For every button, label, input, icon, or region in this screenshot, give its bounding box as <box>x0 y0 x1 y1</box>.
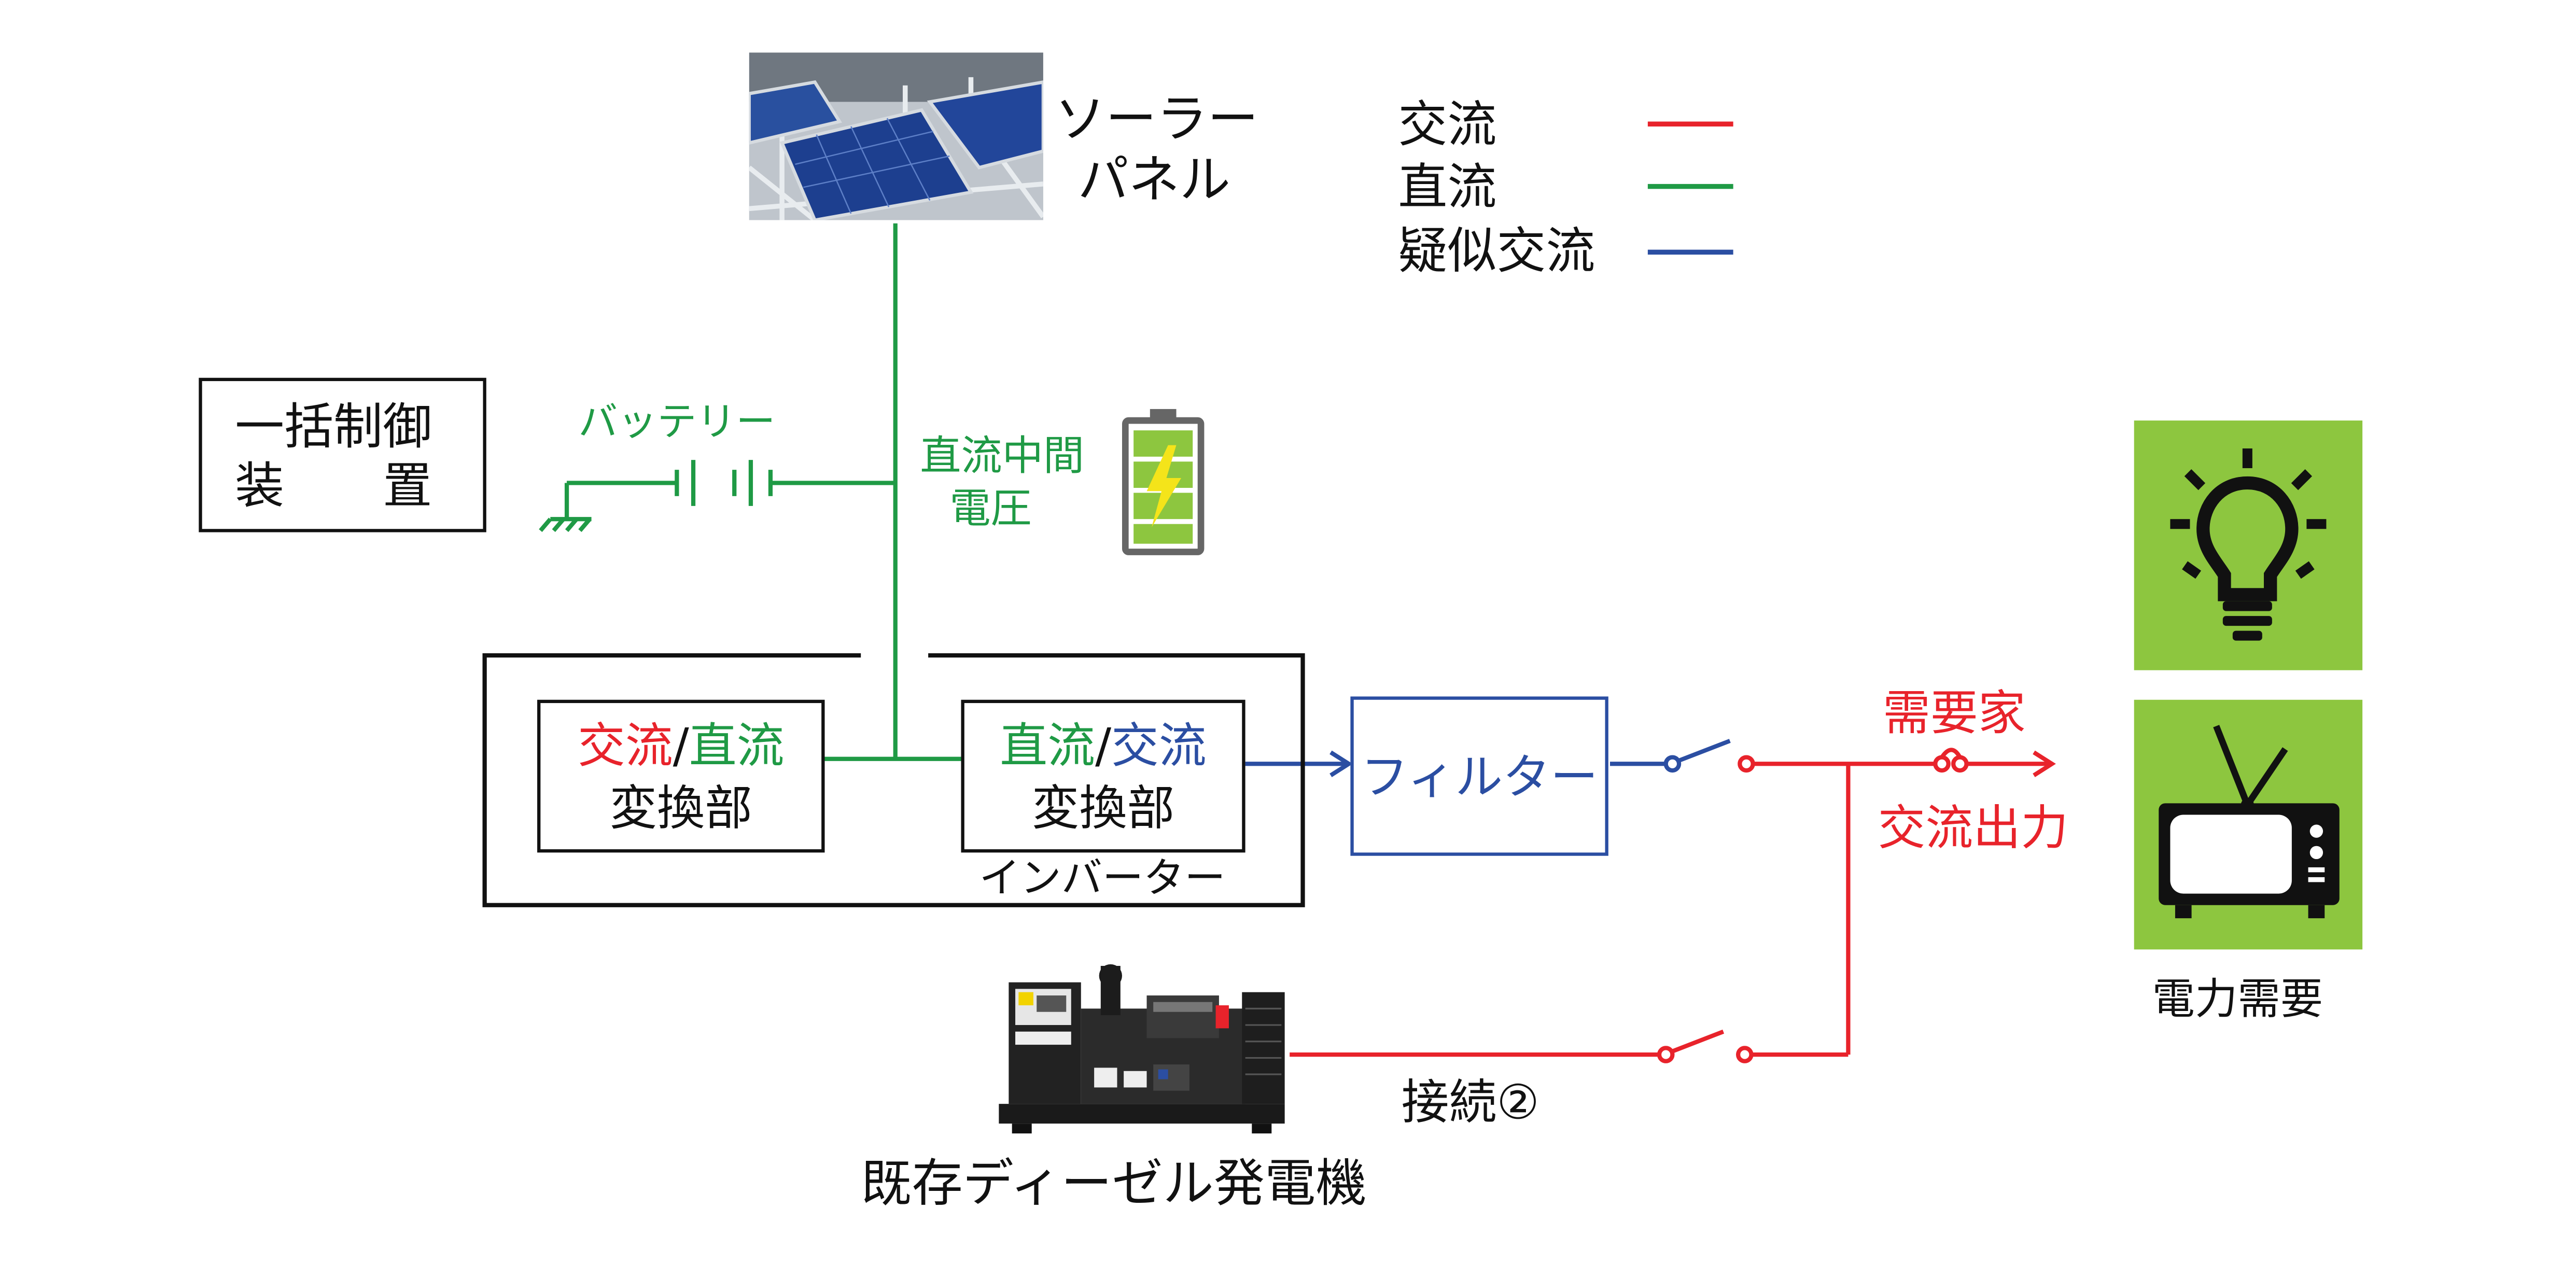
inverter-label: インバーター <box>979 854 1226 902</box>
dc-ac-converter-sep: / <box>1095 718 1112 774</box>
central-controller-box: 一括制御 装 置 <box>199 377 486 532</box>
solar-panel-label-line2: パネル <box>1077 151 1231 210</box>
solar-panel-label-line1: ソーラー <box>1055 90 1258 150</box>
ac-dc-converter-title: 交流/直流 <box>540 722 821 770</box>
ac-dc-converter-box: 交流/直流 変換部 <box>537 699 825 853</box>
light-bulb-icon <box>2134 420 2363 670</box>
dc-ac-converter-dc: 直流 <box>1000 718 1096 774</box>
legend-swatch-pseudo-ac <box>1647 249 1733 254</box>
controller-label-line2: 装 置 <box>235 458 432 516</box>
connection-2-label: 接続② <box>1401 1074 1539 1130</box>
ac-dc-converter-ac: 交流 <box>577 718 673 774</box>
dc-bus-label-line2: 電圧 <box>949 484 1032 532</box>
legend-label-dc: 直流 <box>1398 159 1497 217</box>
ac-dc-converter-sep: / <box>673 718 689 774</box>
dc-ac-converter-line2: 変換部 <box>1031 780 1175 836</box>
legend-swatch-ac <box>1647 121 1733 126</box>
legend-swatch-dc <box>1647 184 1733 189</box>
pseudo-ac-wiring <box>1243 739 1731 777</box>
solar-panel-image <box>749 52 1043 220</box>
ac-dc-converter-dc: 直流 <box>689 718 785 774</box>
controller-label-line1: 一括制御 <box>235 399 432 457</box>
filter-label: フィルター <box>1361 749 1598 805</box>
ac-wiring <box>1290 748 2056 1063</box>
ac-dc-converter-line2: 変換部 <box>609 780 753 836</box>
dc-ac-converter-title: 直流/交流 <box>964 722 1242 770</box>
filter-box: フィルター <box>1350 696 1608 856</box>
inverter-enclosure <box>482 653 1305 907</box>
legend-label-ac: 交流 <box>1398 96 1497 155</box>
switch-terminal <box>1663 755 1682 773</box>
dc-bus-label-line1: 直流中間 <box>920 432 1085 480</box>
switch-blade <box>1678 739 1731 763</box>
dc-ac-converter-box: 直流/交流 変換部 <box>961 699 1245 853</box>
diesel-generator-label: 既存ディーゼル発電機 <box>861 1155 1367 1214</box>
dc-wiring <box>539 223 966 761</box>
dc-ac-converter-ac: 交流 <box>1111 718 1207 774</box>
television-icon <box>2134 699 2363 950</box>
power-demand-label: 電力需要 <box>2152 976 2323 1026</box>
legend-label-pseudo-ac: 疑似交流 <box>1398 223 1595 281</box>
battery-label: バッテリー <box>578 399 776 445</box>
consumer-label: 需要家 <box>1882 685 2026 741</box>
ac-output-label: 交流出力 <box>1878 799 2069 856</box>
